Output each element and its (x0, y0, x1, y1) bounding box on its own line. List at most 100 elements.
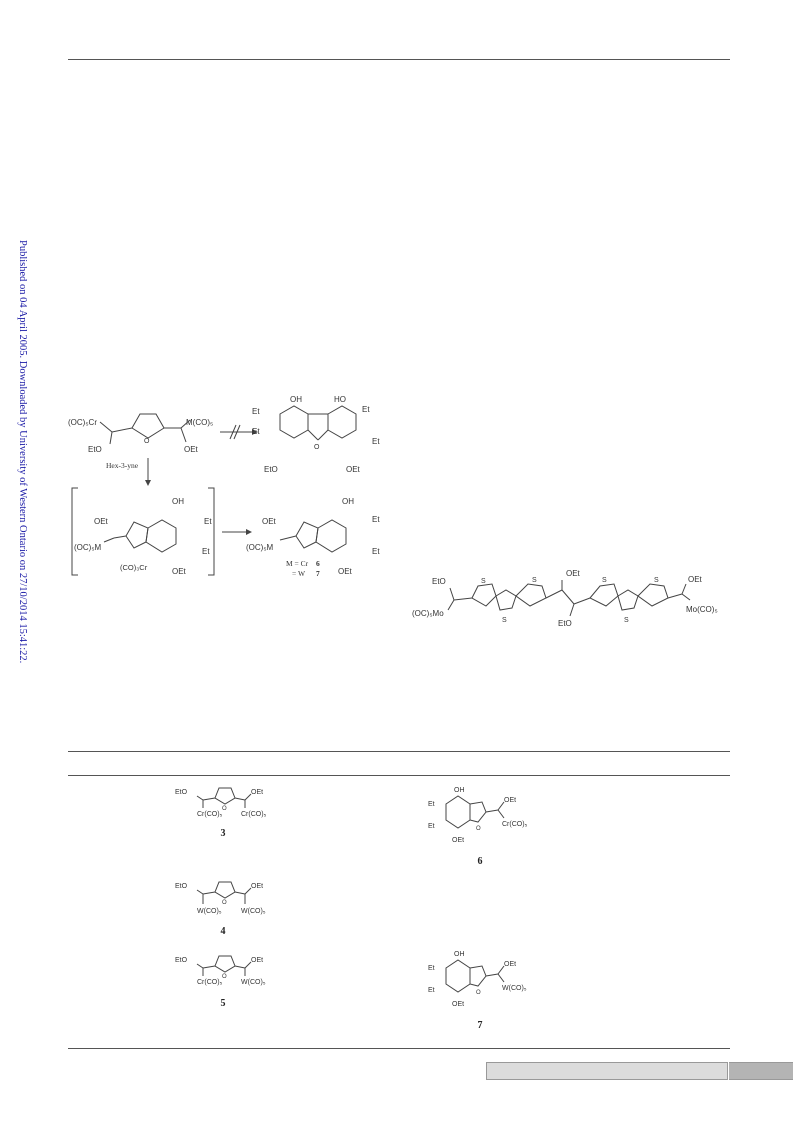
s2-s6: S (654, 577, 659, 584)
s2-mo-right: Mo(CO)₅ (686, 605, 718, 614)
table-top-rule (68, 751, 730, 752)
c4-oet: OEt (251, 883, 263, 890)
compound-number: 3 (221, 828, 226, 839)
legend-cr-num: 6 (316, 559, 320, 568)
reaction-scheme: (OC)₅Cr EtO O M(CO)₅ OEt O OH HO Et Et E… (68, 395, 380, 578)
s2-s4: S (602, 577, 607, 584)
compound-6: OH Et Et O OEt Cr(CO)₅ OEt 6 (428, 787, 528, 867)
int-et-1: Et (204, 517, 212, 526)
c7-metal: W(CO)₅ (502, 985, 527, 992)
compound-number: 4 (221, 926, 226, 937)
product-eto: EtO (264, 465, 278, 474)
s2-oet-top: OEt (566, 569, 581, 578)
c4-metal-left: W(CO)₅ (197, 908, 222, 915)
c5-eto: EtO (175, 957, 188, 964)
footer-bar (486, 1062, 728, 1080)
c7-oet-bottom: OEt (452, 1001, 464, 1008)
int-et-2: Et (202, 547, 210, 556)
compound-number: 6 (478, 856, 483, 867)
prod-et-2: Et (372, 547, 380, 556)
product-et-4: Et (372, 437, 380, 446)
int-cr: (CO)₃Cr (120, 563, 148, 572)
compound-number: 5 (221, 998, 226, 1009)
prod-oet-bottom: OEt (338, 567, 353, 576)
int-oet-bottom: OEt (172, 567, 187, 576)
int-metal: (OC)₅M (74, 543, 102, 552)
s2-s1: S (481, 578, 486, 585)
s2-eto-bottom: EtO (558, 619, 572, 628)
product-oh-right: HO (334, 395, 346, 404)
s2-s2: S (502, 617, 507, 624)
dithienothiophene-structure: EtO (OC)₅Mo S S S OEt EtO S S S OEt Mo(C… (412, 569, 718, 628)
s2-eto: EtO (432, 577, 446, 586)
reactant-metal-right: M(CO)₅ (186, 418, 213, 427)
svg-text:O: O (222, 806, 227, 812)
download-watermark[interactable]: Published on 04 April 2005. Downloaded b… (4, 240, 28, 670)
s2-mo-left: (OC)₅Mo (412, 609, 444, 618)
dibenzofuran-product: O OH HO Et Et Et Et EtO OEt (252, 395, 380, 474)
prod-metal: (OC)₅M (246, 543, 274, 552)
s2-s3: S (532, 577, 537, 584)
product-oh-left: OH (290, 395, 302, 404)
compound-4: EtO O OEt W(CO)₅ W(CO)₅ 4 (175, 881, 266, 937)
s2-s5: S (624, 617, 629, 624)
c7-oet: OEt (504, 961, 516, 968)
legend-w-num: 7 (316, 569, 320, 578)
legend-w: = W (292, 569, 306, 578)
c7-oh: OH (454, 951, 465, 958)
compound-3: EtO O OEt Cr(CO)₅ Cr(CO)₅ 3 (175, 787, 267, 839)
c3-eto: EtO (175, 789, 188, 796)
svg-text:O: O (222, 900, 227, 906)
s2-oet-right: OEt (688, 575, 703, 584)
product-et-1: Et (252, 407, 260, 416)
c5-oet: OEt (251, 957, 263, 964)
reactant-metal-left: (OC)₅Cr (68, 418, 97, 427)
c3-metal-right: Cr(CO)₅ (241, 811, 267, 818)
reactant-eto: EtO (88, 445, 102, 454)
product-et-3: Et (362, 405, 370, 414)
prod-oh: OH (342, 497, 354, 506)
int-oet: OEt (94, 517, 109, 526)
benzofuran-product: OEt (OC)₅M OH Et Et OEt (246, 497, 380, 576)
prod-oet: OEt (262, 517, 277, 526)
c4-metal-right: W(CO)₅ (241, 908, 266, 915)
c3-metal-left: Cr(CO)₅ (197, 811, 223, 818)
c6-et-1: Et (428, 801, 435, 808)
svg-text:O: O (314, 444, 320, 451)
c6-oh: OH (454, 787, 465, 794)
metal-legend: M = Cr 6 = W 7 (286, 559, 320, 578)
prod-et-1: Et (372, 515, 380, 524)
c6-et-2: Et (428, 823, 435, 830)
c6-oet: OEt (504, 797, 516, 804)
svg-text:O: O (476, 990, 481, 996)
svg-text:O: O (476, 826, 481, 832)
c6-metal: Cr(CO)₅ (502, 821, 528, 828)
footer-page-tab (729, 1062, 793, 1080)
reagent-label: Hex-3-yne (106, 461, 139, 470)
legend-cr: M = Cr (286, 559, 309, 568)
c3-oet: OEt (251, 789, 263, 796)
product-oet: OEt (346, 465, 361, 474)
compound-7: OH Et Et O OEt W(CO)₅ OEt 7 (428, 951, 527, 1031)
blocked-arrow (220, 424, 258, 440)
reagent-arrow: Hex-3-yne (106, 458, 151, 486)
c6-oet-bottom: OEt (452, 837, 464, 844)
c7-et-1: Et (428, 965, 435, 972)
reactant-structure: (OC)₅Cr EtO O M(CO)₅ OEt (68, 413, 213, 454)
intermediate-structure: OEt (OC)₅M OH Et Et (CO)₃Cr OEt (71, 487, 215, 576)
svg-text:O: O (222, 974, 227, 980)
c4-eto: EtO (175, 883, 188, 890)
c5-metal-right: W(CO)₅ (241, 979, 266, 986)
reactant-oet: OEt (184, 445, 199, 454)
product-et-2: Et (252, 427, 260, 436)
table-header-rule (68, 775, 730, 776)
c7-et-2: Et (428, 987, 435, 994)
watermark-text[interactable]: Published on 04 April 2005. Downloaded b… (17, 240, 28, 664)
table-bottom-rule (68, 1048, 730, 1049)
int-oh: OH (172, 497, 184, 506)
compound-5: EtO O OEt Cr(CO)₅ W(CO)₅ 5 (175, 955, 266, 1009)
header-rule (68, 59, 730, 60)
c5-metal-left: Cr(CO)₅ (197, 979, 223, 986)
compound-number: 7 (478, 1020, 483, 1031)
svg-text:O: O (144, 438, 150, 445)
